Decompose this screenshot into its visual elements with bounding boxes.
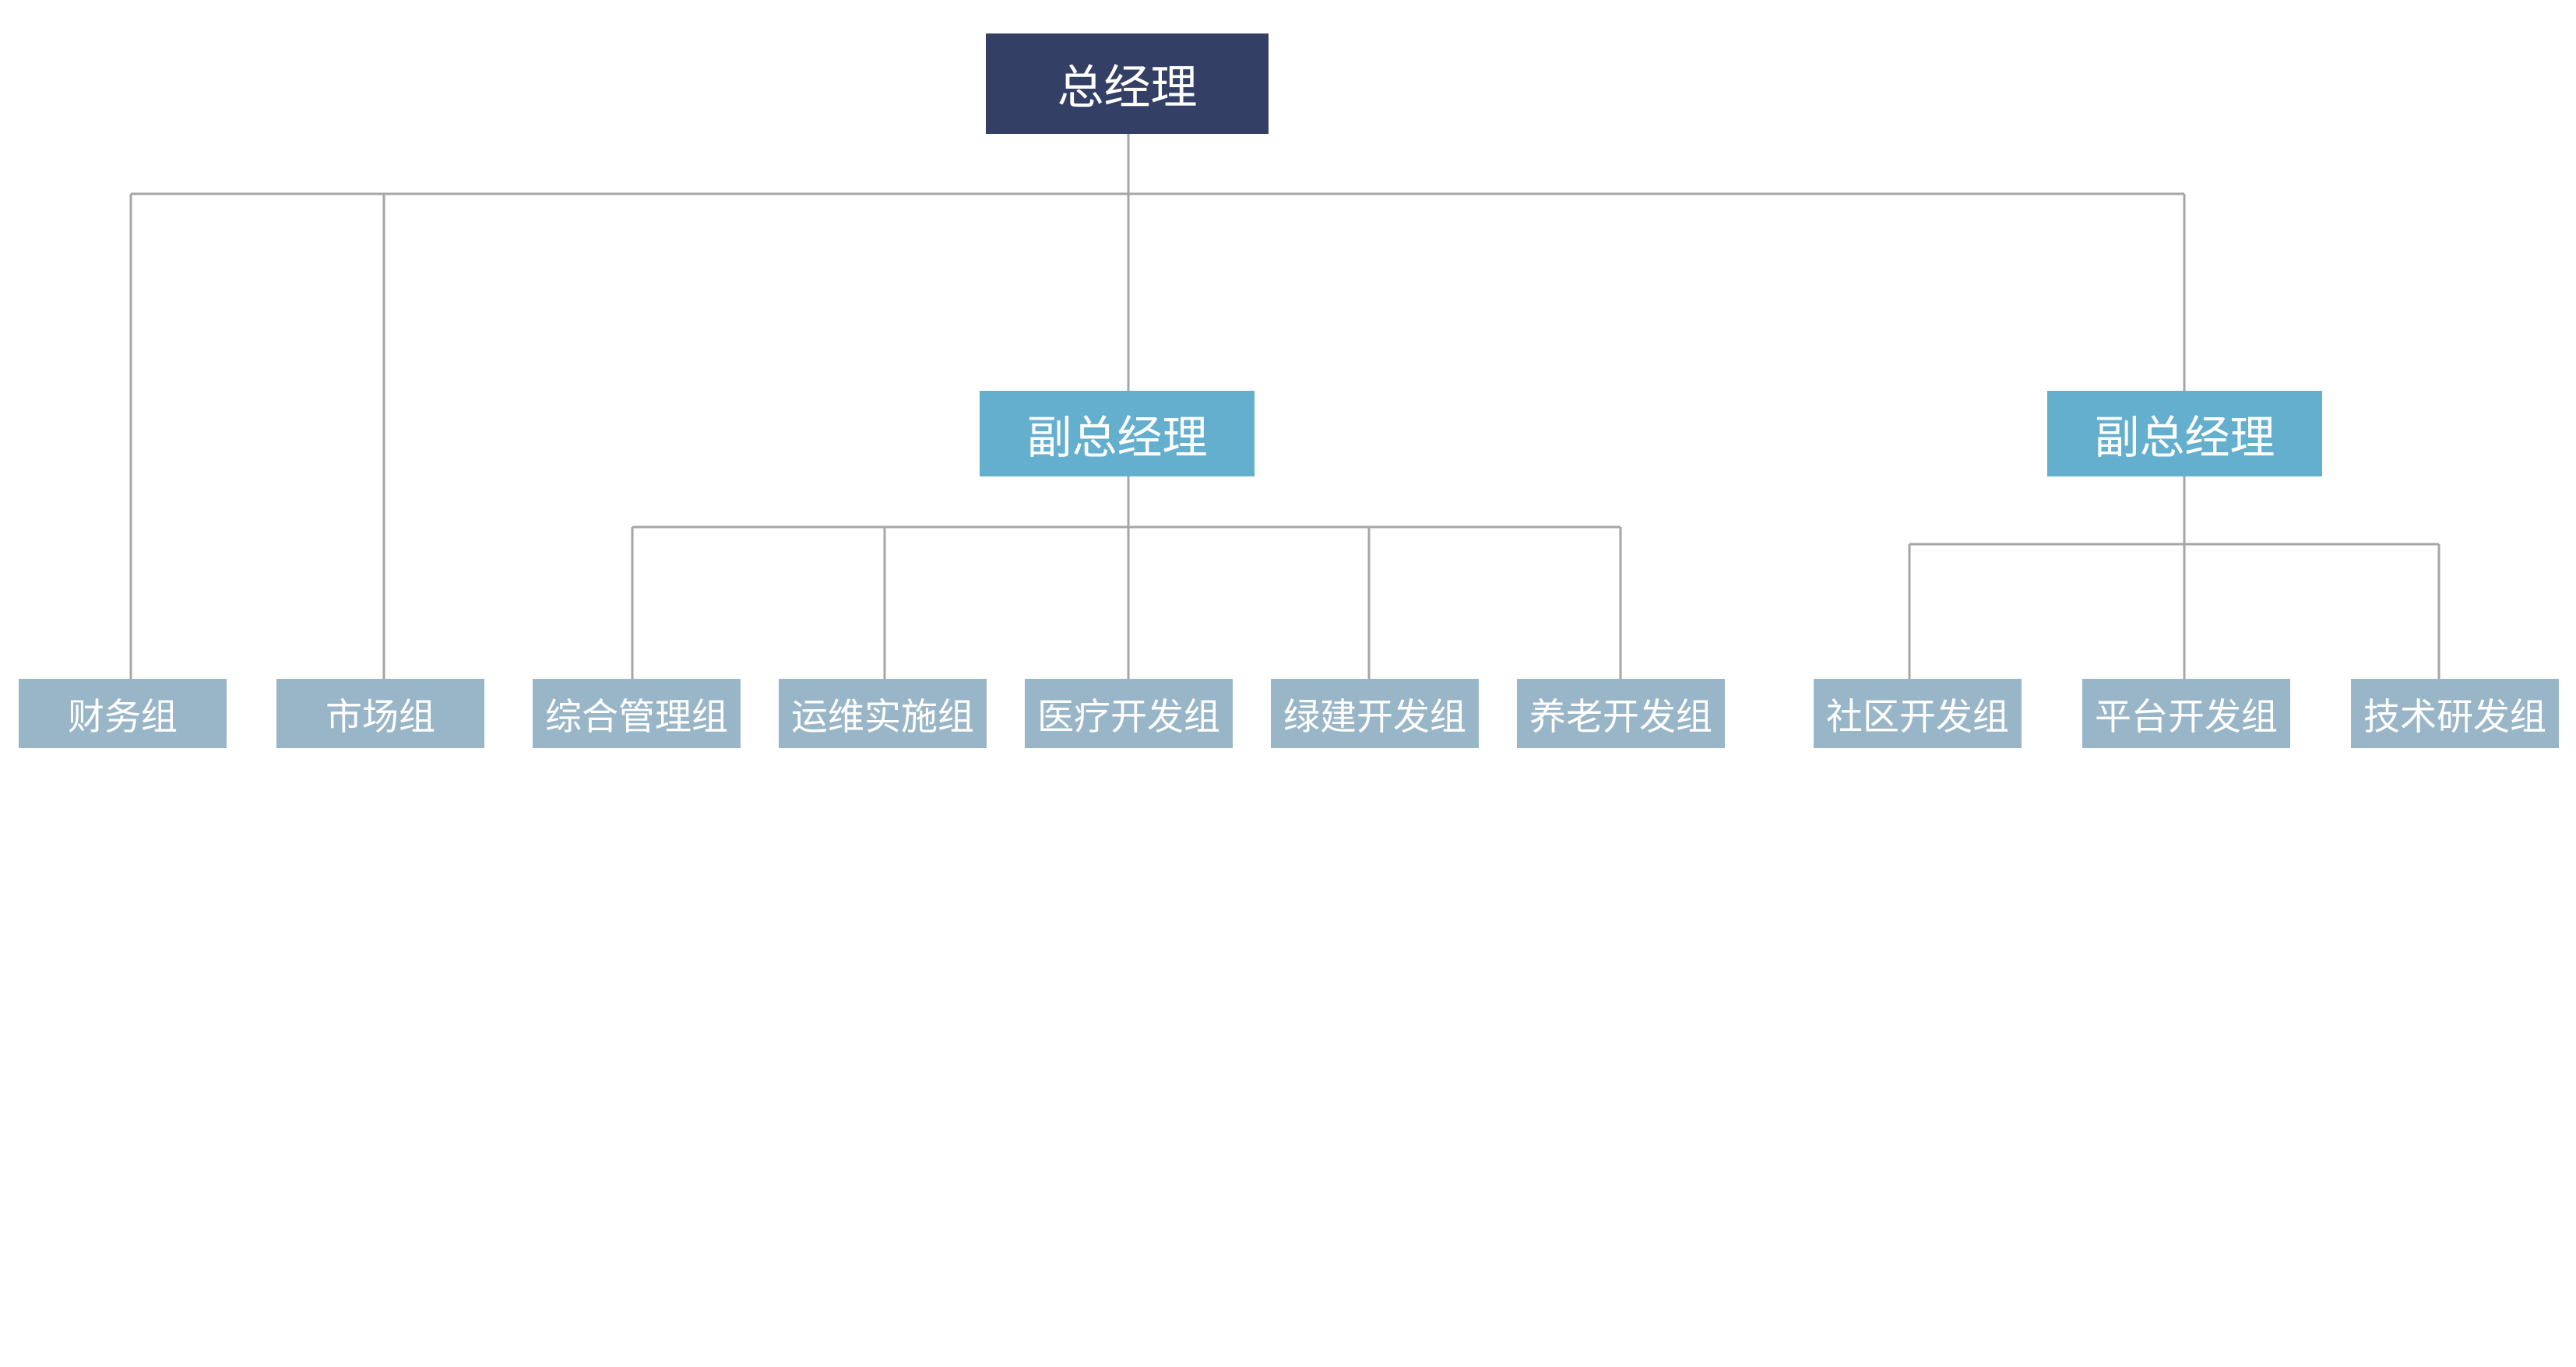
- group-node-community-dev: 社区开发组: [1814, 679, 2022, 748]
- group-node-green-building-dev: 绿建开发组: [1271, 679, 1479, 748]
- group-node-medical-dev: 医疗开发组: [1025, 679, 1233, 748]
- group-node-label: 财务组: [68, 696, 178, 739]
- group-node-label: 技术研发组: [2363, 696, 2546, 739]
- deputy-node-right: 副总经理: [2047, 391, 2322, 476]
- root-node-general-manager: 总经理: [986, 33, 1269, 134]
- group-node-platform-dev: 平台开发组: [2082, 679, 2290, 748]
- deputy-node-label: 副总经理: [1026, 411, 1208, 464]
- group-node-operations: 运维实施组: [779, 679, 987, 748]
- root-node-label: 总经理: [1057, 61, 1198, 115]
- group-node-label: 养老开发组: [1529, 696, 1712, 739]
- group-node-general-admin: 综合管理组: [533, 679, 741, 748]
- group-node-label: 社区开发组: [1826, 696, 2009, 739]
- group-node-label: 医疗开发组: [1037, 696, 1220, 739]
- group-node-finance: 财务组: [19, 679, 227, 748]
- group-node-tech-research: 技术研发组: [2351, 679, 2559, 748]
- deputy-node-left: 副总经理: [980, 391, 1255, 476]
- group-node-elderly-care-dev: 养老开发组: [1517, 679, 1725, 748]
- group-node-label: 绿建开发组: [1283, 696, 1466, 739]
- group-node-label: 运维实施组: [791, 696, 974, 739]
- group-node-label: 综合管理组: [545, 696, 728, 739]
- group-node-label: 平台开发组: [2095, 696, 2278, 739]
- group-node-market: 市场组: [276, 679, 484, 748]
- deputy-node-label: 副总经理: [2094, 411, 2275, 464]
- group-node-label: 市场组: [326, 696, 435, 739]
